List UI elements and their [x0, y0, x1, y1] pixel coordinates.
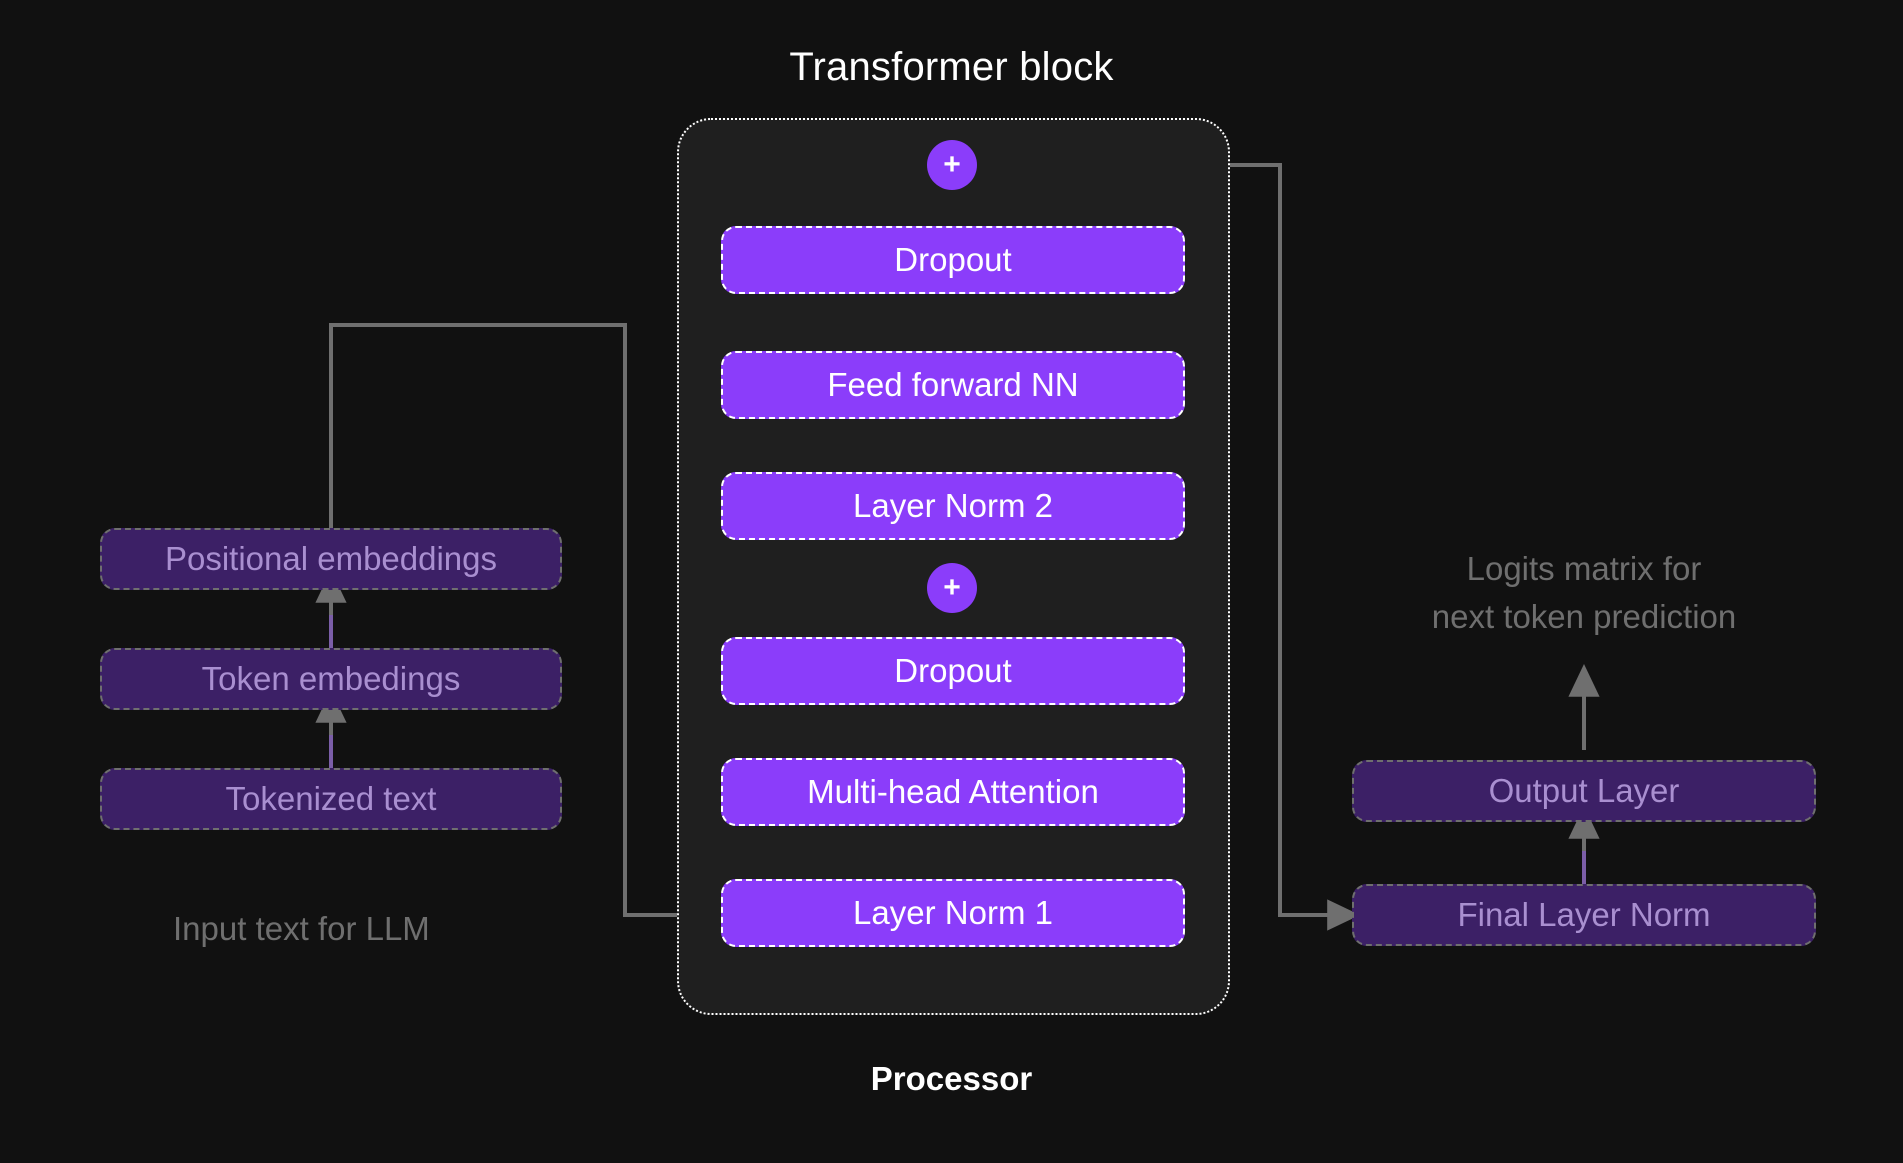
block-positional-embeddings[interactable]: Positional embeddings [100, 528, 562, 590]
inner-residual-add-icon[interactable]: + [927, 563, 977, 613]
logits-caption-line1: Logits matrix for [1466, 550, 1702, 587]
block-label: Layer Norm 2 [853, 487, 1053, 524]
plus-symbol: + [943, 148, 961, 181]
block-multi-head-attention[interactable]: Multi-head Attention [721, 758, 1185, 826]
block-label: Positional embeddings [164, 540, 498, 577]
block-final-layer-norm[interactable]: Final Layer Norm [1352, 884, 1816, 946]
logits-caption-line2: next token prediction [1431, 597, 1737, 635]
block-output-layer[interactable]: Output Layer [1352, 760, 1816, 822]
block-feed-forward-nn[interactable]: Feed forward NN [721, 351, 1185, 419]
block-dropout-bottom[interactable]: Dropout [721, 637, 1185, 705]
block-label: Token embedings [201, 660, 461, 697]
outer-residual-add-icon[interactable]: + [927, 140, 977, 190]
plus-symbol: + [943, 571, 961, 604]
block-label: Final Layer Norm [1457, 896, 1711, 933]
block-label: Layer Norm 1 [853, 894, 1053, 931]
logits-caption: Logits matrix for next token prediction [1352, 545, 1816, 641]
input-text-caption: Input text for LLM [173, 910, 430, 947]
block-token-embeddings[interactable]: Token embedings [100, 648, 562, 710]
block-label: Tokenized text [225, 780, 437, 817]
transformer-block-title: Transformer block [789, 45, 1114, 89]
processor-title: Processor [870, 1060, 1033, 1097]
block-label: Multi-head Attention [807, 773, 1099, 810]
block-dropout-top[interactable]: Dropout [721, 226, 1185, 294]
block-tokenized-text[interactable]: Tokenized text [100, 768, 562, 830]
block-label: Output Layer [1488, 772, 1680, 809]
block-label: Dropout [894, 241, 1012, 278]
block-label: Feed forward NN [827, 366, 1079, 403]
block-layer-norm-1[interactable]: Layer Norm 1 [721, 879, 1185, 947]
block-layer-norm-2[interactable]: Layer Norm 2 [721, 472, 1185, 540]
block-label: Dropout [894, 652, 1012, 689]
